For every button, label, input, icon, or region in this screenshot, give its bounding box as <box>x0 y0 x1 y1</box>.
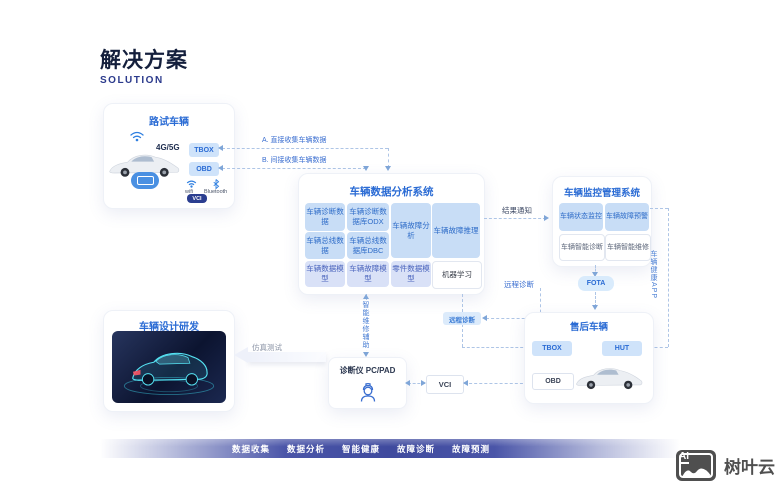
analysis-cell: 车辆故障推理 <box>432 203 480 258</box>
connector-remote-diag-h <box>486 318 540 319</box>
connector-fota-aftersales <box>595 292 596 307</box>
connector-health-app-side <box>668 208 669 347</box>
connector-health-app-bottom <box>644 347 668 348</box>
road-test-car-image <box>109 154 180 177</box>
arrow-left-icon <box>405 380 410 386</box>
collect-a-label: A. 直接收集车辆数据 <box>262 137 327 144</box>
connector-monitor-fota <box>595 265 596 275</box>
aftersales-panel: 售后车辆 TBOX HUT OBD <box>524 312 654 404</box>
fota-chip: FOTA <box>578 276 614 291</box>
monitor-cell: 车辆智能维修 <box>605 234 651 261</box>
arrow-left-icon <box>218 145 223 151</box>
vci-badge: VCI <box>187 194 207 203</box>
ai-label: AI <box>679 451 689 464</box>
connector-collect-a <box>222 148 388 149</box>
remote-diag-line-label: 远程诊断 <box>504 280 534 289</box>
analysis-cell: 车辆故障分析 <box>391 203 431 258</box>
arrow-left-icon <box>218 165 223 171</box>
road-test-title: 路试车辆 <box>149 117 189 128</box>
aftersales-title: 售后车辆 <box>569 322 608 333</box>
brand-watermark: AI 树叶云 <box>676 450 775 481</box>
arrow-left-icon <box>463 380 468 386</box>
monitor-panel: 车辆监控管理系统 车辆状态监控 车辆故障预警 车辆智能诊断 车辆智能维修 <box>552 176 652 267</box>
vehicle-device-bubble <box>131 172 159 189</box>
connector-result-notice <box>484 218 546 219</box>
analysis-cell: 车辆总线数据 <box>305 232 345 259</box>
page-subtitle: SOLUTION <box>100 75 164 86</box>
analysis-cell: 机器学习 <box>432 261 482 289</box>
arrow-left-icon <box>482 315 487 321</box>
arrow-down-icon <box>385 166 391 171</box>
sim-test-arrow-band <box>248 352 326 362</box>
arrow-down-icon <box>363 352 369 357</box>
capability-bar: 数据收集 数据分析 智能健康 故障诊断 故障预测 <box>100 439 680 458</box>
analysis-cell: 车辆数据模型 <box>305 261 345 287</box>
analysis-cell: 车辆故障模型 <box>347 261 389 287</box>
aftersales-obd-chip: OBD <box>532 373 574 390</box>
arrow-down-icon <box>592 272 598 277</box>
monitor-cell: 车辆状态监控 <box>559 203 603 231</box>
bluetooth-label: Bluetooth <box>204 189 228 195</box>
analysis-cell: 车辆诊断数据 <box>305 203 345 231</box>
engineer-icon <box>360 382 376 402</box>
arrow-up-icon <box>363 294 369 299</box>
collect-b-label: B. 间接收集车辆数据 <box>262 157 327 164</box>
connector-health-app-top <box>650 208 668 209</box>
arrow-down-icon <box>363 166 369 171</box>
page-title: 解决方案 <box>100 49 188 72</box>
obd-chip: OBD <box>189 162 219 176</box>
capability-item: 智能健康 <box>341 443 380 454</box>
aftersales-tbox-chip: TBOX <box>532 341 572 356</box>
remote-diag-pill: 远程诊断 <box>443 312 481 325</box>
wifi-small-icon <box>186 180 197 188</box>
tbox-chip: TBOX <box>189 143 219 157</box>
wireframe-car <box>123 352 215 396</box>
analysis-cell: 车辆诊断数据库ODX <box>347 203 389 231</box>
design-title: 车辆设计研发 <box>139 322 199 333</box>
smart-maintenance-label: 智能维修辅助 <box>360 300 370 350</box>
diagnostic-title: 诊断仪 PC/PAD <box>339 366 396 375</box>
wifi-icon <box>130 131 144 142</box>
vci-button: VCI <box>426 375 464 394</box>
capability-item: 故障预测 <box>452 443 491 454</box>
road-test-panel: 路试车辆 4G/5G TBOX OBD wifi Bluetooth VCI <box>103 103 235 209</box>
connector-vci-obd <box>464 383 528 384</box>
analysis-title: 车辆数据分析系统 <box>349 186 434 198</box>
connector-remote-diag-v <box>540 288 541 318</box>
arrow-down-icon <box>592 305 598 310</box>
sim-test-arrowhead <box>234 347 248 363</box>
diagnostic-panel: 诊断仪 PC/PAD <box>328 357 407 409</box>
connector-collect-a-drop <box>388 148 389 168</box>
sim-test-label: 仿真测试 <box>252 343 282 352</box>
arrow-right-icon <box>544 215 549 221</box>
mountain-icon <box>682 468 711 476</box>
aftersales-hut-chip: HUT <box>602 341 642 356</box>
brand-name: 树叶云 <box>724 458 775 477</box>
capability-item: 故障诊断 <box>397 443 436 454</box>
network-label: 4G/5G <box>156 143 180 152</box>
connector-collect-b <box>222 168 366 169</box>
design-panel: 车辆设计研发 <box>103 310 235 412</box>
monitor-cell: 车辆智能诊断 <box>559 234 605 261</box>
connector-to-tbox <box>462 347 528 348</box>
analysis-cell: 车辆总线数据库DBC <box>347 232 389 259</box>
connector-diag-vci <box>408 383 425 384</box>
ai-image-frame <box>679 453 713 478</box>
monitor-cell: 车辆故障预警 <box>605 203 649 231</box>
arrow-right-icon <box>421 380 426 386</box>
ai-image-icon: AI <box>676 450 716 481</box>
monitor-title: 车辆监控管理系统 <box>563 188 640 199</box>
analysis-panel: 车辆数据分析系统 车辆诊断数据 车辆诊断数据库ODX 车辆故障分析 车辆故障推理… <box>298 173 485 295</box>
design-car-image <box>112 331 226 403</box>
capability-item: 数据收集 <box>231 443 270 454</box>
vehicle-health-app-label: 车辆健康APP <box>650 250 657 300</box>
capability-item: 数据分析 <box>286 443 325 454</box>
aftersales-car-image <box>576 368 643 390</box>
wifi-label: wifi <box>185 189 193 195</box>
analysis-cell: 零件数据模型 <box>391 261 431 287</box>
device-glyph <box>136 176 154 185</box>
result-notice-label: 结果通知 <box>502 206 532 215</box>
bluetooth-icon <box>213 179 220 189</box>
